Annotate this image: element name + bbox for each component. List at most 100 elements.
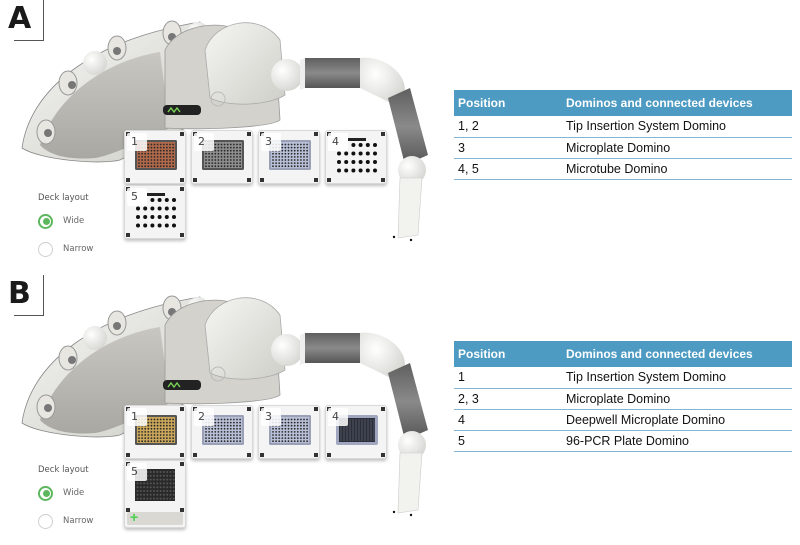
- cell-position: 1, 2: [454, 116, 562, 138]
- arm-forearm: [388, 363, 428, 440]
- corner-marker-icon: [327, 178, 331, 182]
- corner-marker-icon: [314, 453, 318, 457]
- corner-marker-icon: [193, 178, 197, 182]
- deck-slot-2[interactable]: 2: [191, 405, 253, 459]
- deck-slot-4[interactable]: 4: [325, 405, 387, 459]
- cell-position: 4, 5: [454, 158, 562, 180]
- dominos-table: Position Dominos and connected devices 1…: [454, 90, 792, 180]
- slot-number: 1: [127, 133, 147, 151]
- robot-illustration: [21, 20, 428, 242]
- cell-domino: 96-PCR Plate Domino: [562, 430, 792, 452]
- corner-marker-icon: [314, 407, 318, 411]
- panel-letter: B: [8, 276, 31, 311]
- deck-slot-1[interactable]: 1: [124, 405, 186, 459]
- robot-illustration: [21, 295, 428, 517]
- brand-logo-icon: [167, 106, 181, 114]
- arm-joint: [271, 334, 303, 366]
- cell-domino: Tip Insertion System Domino: [562, 367, 792, 389]
- radio-narrow-label: Narrow: [63, 516, 94, 526]
- add-domino-bar[interactable]: +: [127, 509, 183, 525]
- logo-badge: [163, 105, 201, 115]
- corner-marker-icon: [126, 178, 130, 182]
- corner-marker-icon: [247, 407, 251, 411]
- radio-wide[interactable]: Wide: [38, 484, 93, 502]
- table-row: 1 Tip Insertion System Domino: [454, 367, 792, 389]
- corner-marker-icon: [126, 453, 130, 457]
- corner-marker-icon: [126, 233, 130, 237]
- radio-wide-button[interactable]: [38, 213, 53, 229]
- corner-marker-icon: [180, 178, 184, 182]
- corner-marker-icon: [381, 453, 385, 457]
- slot-number: 2: [194, 408, 214, 426]
- robot-shoulder: [204, 297, 286, 380]
- deck-slot-5[interactable]: 5+: [124, 460, 186, 528]
- gripper: [397, 452, 423, 514]
- corner-marker-icon: [327, 453, 331, 457]
- logo-badge: [163, 380, 201, 390]
- corner-marker-icon: [180, 233, 184, 237]
- arm-segment: [305, 333, 360, 363]
- deck-slot-4[interactable]: 4: [325, 130, 387, 184]
- arm-segment: [305, 58, 360, 88]
- panel-letter-frame: [14, 0, 44, 41]
- robot-shoulder: [204, 22, 286, 105]
- gripper: [397, 177, 423, 239]
- table-header-row: Position Dominos and connected devices: [454, 341, 792, 367]
- table-row: 5 96-PCR Plate Domino: [454, 430, 792, 452]
- corner-marker-icon: [180, 187, 184, 191]
- panel-letter-frame: [14, 275, 44, 316]
- cell-domino: Microplate Domino: [562, 388, 792, 410]
- radio-wide[interactable]: Wide: [38, 212, 93, 230]
- deck-layout-control: Deck layout Wide Narrow: [38, 465, 93, 540]
- deck-layout-control: Deck layout Wide Narrow: [38, 193, 93, 268]
- radio-narrow-label: Narrow: [63, 244, 94, 254]
- header-dominos: Dominos and connected devices: [562, 90, 792, 116]
- dominos-table: Position Dominos and connected devices 1…: [454, 341, 792, 452]
- panel-letter: A: [8, 1, 32, 36]
- corner-marker-icon: [180, 407, 184, 411]
- corner-marker-icon: [247, 453, 251, 457]
- cell-position: 1: [454, 367, 562, 389]
- arm-forearm: [388, 88, 428, 165]
- arm-wrist: [398, 431, 426, 459]
- cell-position: 3: [454, 137, 562, 159]
- plus-icon[interactable]: +: [130, 509, 139, 525]
- corner-marker-icon: [180, 508, 184, 512]
- radio-narrow[interactable]: Narrow: [38, 240, 93, 258]
- slot-number: 2: [194, 133, 214, 151]
- radio-wide-label: Wide: [63, 216, 85, 226]
- deck-slot-3[interactable]: 3: [258, 405, 320, 459]
- microplate-plate-icon: [267, 137, 313, 175]
- slot-number: 3: [261, 408, 281, 426]
- corner-marker-icon: [193, 453, 197, 457]
- radio-wide-button[interactable]: [38, 485, 53, 501]
- cell-position: 2, 3: [454, 388, 562, 410]
- corner-marker-icon: [314, 132, 318, 136]
- corner-marker-icon: [180, 453, 184, 457]
- slot-number: 3: [261, 133, 281, 151]
- radio-narrow-button[interactable]: [38, 513, 53, 529]
- corner-marker-icon: [314, 178, 318, 182]
- slot-number: 5: [127, 188, 147, 206]
- corner-marker-icon: [247, 178, 251, 182]
- deck-slot-5[interactable]: 5: [124, 185, 186, 239]
- radio-narrow-button[interactable]: [38, 241, 53, 257]
- corner-marker-icon: [381, 132, 385, 136]
- table-row: 4 Deepwell Microplate Domino: [454, 409, 792, 431]
- corner-marker-icon: [260, 178, 264, 182]
- radio-wide-label: Wide: [63, 488, 85, 498]
- deck-slot-3[interactable]: 3: [258, 130, 320, 184]
- cell-domino: Microplate Domino: [562, 137, 792, 159]
- corner-marker-icon: [381, 407, 385, 411]
- radio-narrow[interactable]: Narrow: [38, 512, 93, 530]
- cell-domino: Tip Insertion System Domino: [562, 116, 792, 138]
- deck-layout-title: Deck layout: [38, 465, 89, 475]
- deck-slot-1[interactable]: 1: [124, 130, 186, 184]
- arm-elbow: [360, 332, 405, 380]
- arm-wrist: [398, 156, 426, 184]
- slot-number: 4: [328, 408, 348, 426]
- deck-slot-2[interactable]: 2: [191, 130, 253, 184]
- cell-domino: Deepwell Microplate Domino: [562, 409, 792, 431]
- corner-marker-icon: [247, 132, 251, 136]
- table-row: 1, 2 Tip Insertion System Domino: [454, 116, 792, 138]
